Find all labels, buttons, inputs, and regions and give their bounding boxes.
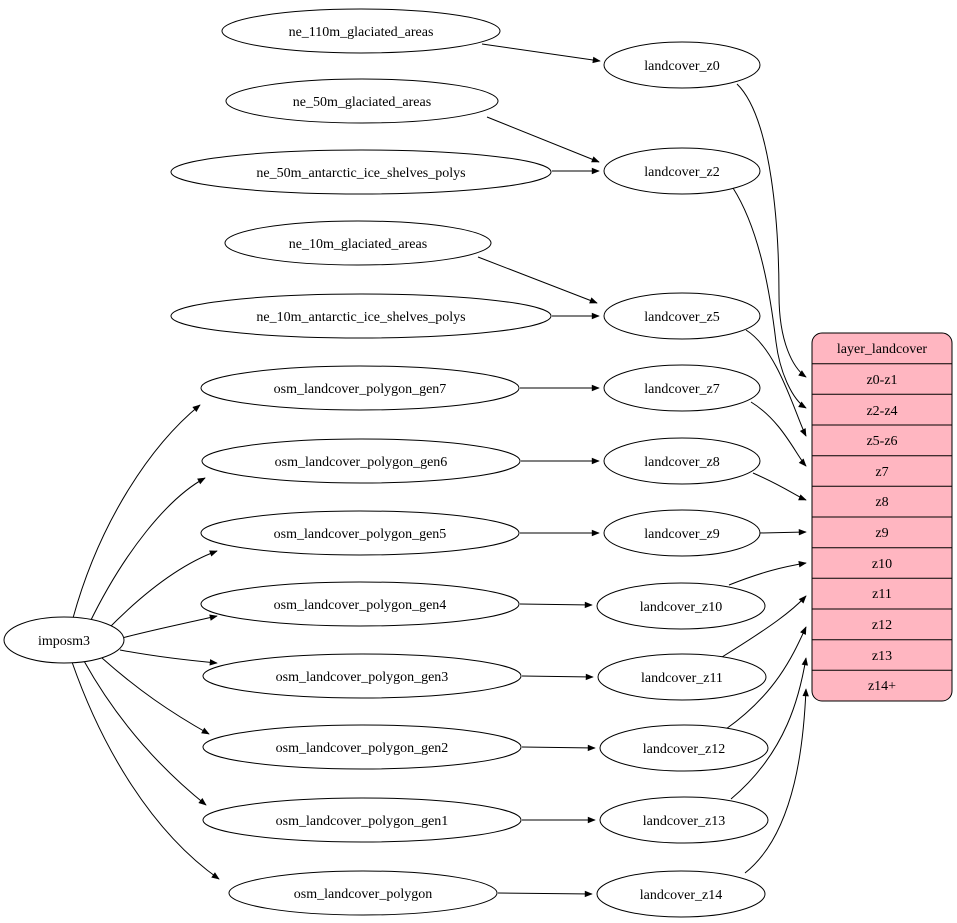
node-label: landcover_z7 [644, 382, 719, 397]
edge-ne_10m_glaciated_areas--landcover_z5 [477, 256, 598, 304]
record-row-z0-z1: z0-z1 [866, 373, 897, 388]
edge-osm_landcover_polygon--landcover_z14 [497, 890, 593, 898]
edge-landcover_z11--row-z11 [721, 595, 807, 658]
node-ne_50m_antarctic_ice_shelves_polys: ne_50m_antarctic_ice_shelves_polys [170, 149, 552, 195]
record-row-z14plus: z14+ [868, 679, 896, 694]
node-landcover_z9: landcover_z9 [603, 509, 761, 557]
node-landcover_z2: landcover_z2 [603, 147, 761, 195]
edge-imposm3--osm_landcover_polygon_gen7 [72, 404, 201, 619]
edge-ne_50m_glaciated_areas--landcover_z2 [486, 116, 600, 163]
node-landcover_z8: landcover_z8 [603, 437, 761, 485]
node-landcover_z7: landcover_z7 [603, 364, 761, 412]
node-label: landcover_z9 [644, 527, 719, 542]
edge-landcover_z8--row-z8 [752, 472, 807, 501]
node-label: landcover_z13 [643, 814, 725, 829]
record-row-z7: z7 [875, 465, 888, 480]
node-landcover_z5: landcover_z5 [603, 292, 761, 340]
record-row-z13: z13 [872, 649, 892, 664]
edge-landcover_z0--row-z0-z1 [736, 83, 807, 378]
edge-imposm3--osm_landcover_polygon_gen2 [101, 657, 210, 735]
node-osm_landcover_polygon: osm_landcover_polygon [228, 870, 498, 916]
edge-imposm3--osm_landcover_polygon_gen4 [121, 614, 218, 639]
node-osm_landcover_polygon_gen2: osm_landcover_polygon_gen2 [202, 724, 522, 770]
node-landcover_z11: landcover_z11 [597, 653, 767, 701]
edge-imposm3--osm_landcover_polygon_gen6 [88, 477, 206, 625]
node-osm_landcover_polygon_gen6: osm_landcover_polygon_gen6 [201, 438, 521, 484]
node-label: osm_landcover_polygon_gen6 [275, 455, 448, 470]
edge-landcover_z9--row-z9 [759, 528, 807, 536]
node-label: osm_landcover_polygon_gen4 [274, 598, 447, 613]
edge-imposm3--osm_landcover_polygon_gen5 [105, 550, 218, 632]
node-label: landcover_z10 [640, 600, 722, 615]
edge-osm_landcover_polygon_gen3--landcover_z11 [521, 673, 594, 681]
node-label: landcover_z11 [641, 671, 723, 686]
node-ne_50m_glaciated_areas: ne_50m_glaciated_areas [225, 78, 499, 124]
record-layer_landcover: layer_landcover z0-z1 z2-z4 z5-z6 z7 z8 … [811, 332, 953, 702]
edge-landcover_z5--row-z5-z6 [745, 329, 807, 437]
node-label: ne_10m_glaciated_areas [289, 237, 427, 252]
edge-landcover_z2--row-z2-z4 [732, 187, 807, 409]
record-row-z12: z12 [872, 618, 892, 633]
edge-landcover_z10--row-z10 [728, 561, 807, 586]
node-label: osm_landcover_polygon_gen1 [276, 814, 449, 829]
node-label: landcover_z8 [644, 455, 719, 470]
edge-landcover_z7--row-z7 [750, 401, 807, 467]
record-row-z2-z4: z2-z4 [866, 404, 897, 419]
node-label: landcover_z12 [643, 742, 725, 757]
node-osm_landcover_polygon_gen7: osm_landcover_polygon_gen7 [200, 365, 520, 411]
node-osm_landcover_polygon_gen3: osm_landcover_polygon_gen3 [202, 653, 522, 699]
node-ne_110m_glaciated_areas: ne_110m_glaciated_areas [221, 8, 501, 54]
node-label: ne_50m_glaciated_areas [293, 95, 431, 110]
node-landcover_z10: landcover_z10 [596, 582, 766, 630]
node-label: osm_landcover_polygon [294, 887, 432, 902]
node-landcover_z13: landcover_z13 [599, 796, 769, 844]
record-row-z5-z6: z5-z6 [866, 434, 897, 449]
record-row-z10: z10 [872, 557, 892, 572]
record-row-z11: z11 [872, 587, 892, 602]
node-osm_landcover_polygon_gen5: osm_landcover_polygon_gen5 [200, 510, 520, 556]
node-label: ne_10m_antarctic_ice_shelves_polys [256, 310, 465, 325]
node-imposm3: imposm3 [3, 616, 125, 664]
node-label: osm_landcover_polygon_gen2 [276, 741, 449, 756]
edge-imposm3--osm_landcover_polygon_gen1 [83, 660, 207, 806]
node-label: osm_landcover_polygon_gen3 [276, 670, 449, 685]
node-label: ne_110m_glaciated_areas [289, 25, 434, 40]
edge-landcover_z14--row-z14plus [744, 688, 809, 874]
node-label: landcover_z14 [640, 888, 722, 903]
node-label: ne_50m_antarctic_ice_shelves_polys [256, 166, 465, 181]
edge-imposm3--osm_landcover_polygon_gen3 [119, 649, 218, 666]
node-label: landcover_z2 [644, 165, 719, 180]
edge-imposm3--osm_landcover_polygon [71, 661, 220, 880]
node-ne_10m_antarctic_ice_shelves_polys: ne_10m_antarctic_ice_shelves_polys [170, 293, 552, 339]
node-osm_landcover_polygon_gen1: osm_landcover_polygon_gen1 [202, 797, 522, 843]
record-row-z8: z8 [875, 495, 888, 510]
edge-osm_landcover_polygon_gen4--landcover_z10 [519, 601, 593, 609]
node-label: landcover_z5 [644, 310, 719, 325]
node-osm_landcover_polygon_gen4: osm_landcover_polygon_gen4 [200, 581, 520, 627]
node-label: landcover_z0 [644, 59, 719, 74]
node-label: osm_landcover_polygon_gen5 [274, 527, 447, 542]
node-landcover_z12: landcover_z12 [599, 724, 769, 772]
edge-landcover_z12--row-z12 [725, 626, 807, 730]
edge-osm_landcover_polygon_gen2--landcover_z12 [521, 744, 596, 752]
record-title: layer_landcover [837, 342, 928, 357]
node-label: osm_landcover_polygon_gen7 [274, 382, 447, 397]
node-landcover_z0: landcover_z0 [603, 41, 761, 89]
edges [71, 43, 809, 898]
node-ne_10m_glaciated_areas: ne_10m_glaciated_areas [224, 220, 492, 266]
node-landcover_z14: landcover_z14 [596, 870, 766, 918]
record-row-z9: z9 [875, 526, 888, 541]
node-label: imposm3 [38, 634, 90, 649]
edge-landcover_z13--row-z13 [730, 657, 808, 800]
edge-ne_110m_glaciated_areas--landcover_z0 [481, 43, 601, 64]
